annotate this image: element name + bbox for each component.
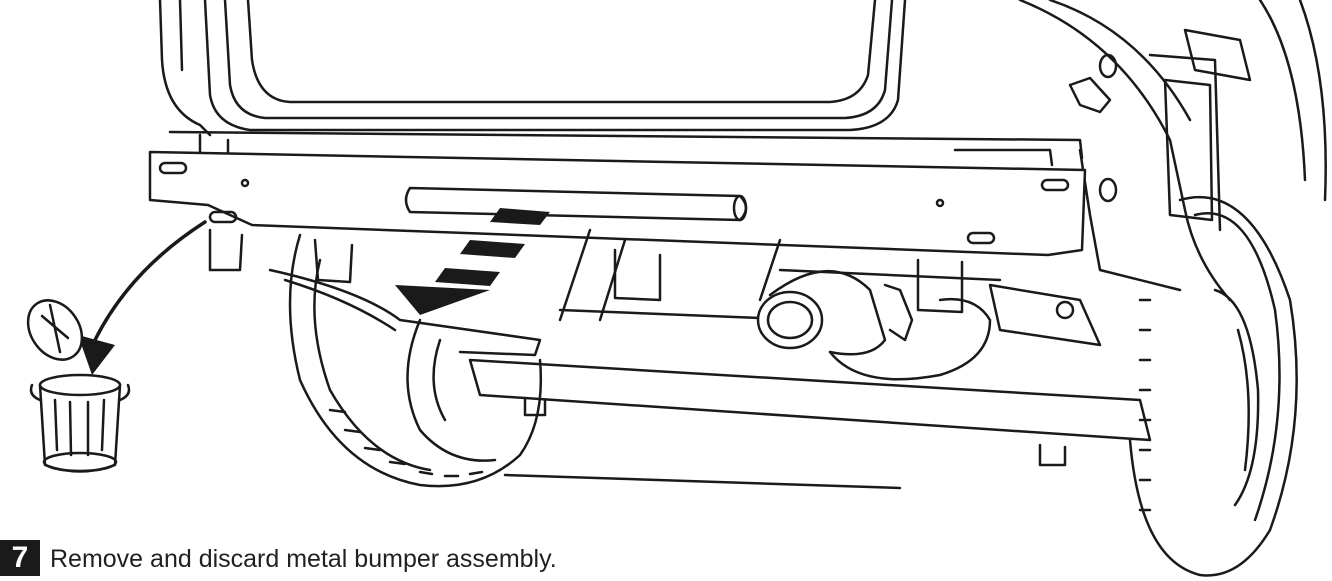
undercarriage (268, 228, 1152, 490)
removal-arrow-icon (78, 220, 207, 375)
trash-can-icon (26, 299, 131, 473)
vehicle-body (158, 0, 1327, 302)
step-instruction: Remove and discard metal bumper assembly… (50, 545, 557, 573)
direction-arrow-icon (395, 208, 550, 315)
step-number-badge: 7 (0, 540, 40, 576)
right-rear-tire (1128, 195, 1298, 577)
metal-bumper-assembly (148, 150, 1087, 314)
left-rear-tire (288, 233, 543, 488)
